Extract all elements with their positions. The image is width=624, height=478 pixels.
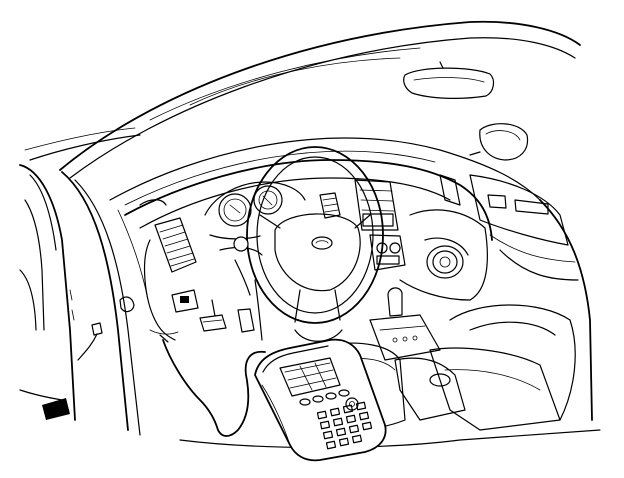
- steering-column: [233, 236, 263, 341]
- side-mirror-right: [469, 123, 529, 161]
- hood-release: [119, 289, 199, 335]
- right-air-vent: [424, 174, 469, 279]
- door-frame: [24, 127, 141, 161]
- dashboard: [124, 159, 493, 341]
- glovebox: [399, 209, 488, 301]
- passenger-seat: [394, 304, 576, 431]
- roof-headliner: [59, 20, 581, 179]
- center-console: [319, 179, 406, 271]
- scan-tool-screen: [279, 357, 341, 397]
- left-door: [19, 164, 76, 421]
- scan-tool: [254, 338, 387, 462]
- obd-connector: [77, 322, 103, 361]
- rear-view-mirror: [403, 61, 495, 99]
- scan-tool-keypad: [316, 401, 373, 450]
- a-pillar: [61, 171, 149, 436]
- right-door-panel: [469, 174, 593, 421]
- gear-shifter: [369, 287, 441, 361]
- scan-tool-buttons: [299, 389, 359, 411]
- diagnostic-cable: [159, 334, 266, 437]
- steering-wheel: [246, 146, 384, 342]
- windshield: [109, 137, 541, 206]
- pedals: [199, 299, 255, 333]
- left-air-vent: [139, 199, 197, 273]
